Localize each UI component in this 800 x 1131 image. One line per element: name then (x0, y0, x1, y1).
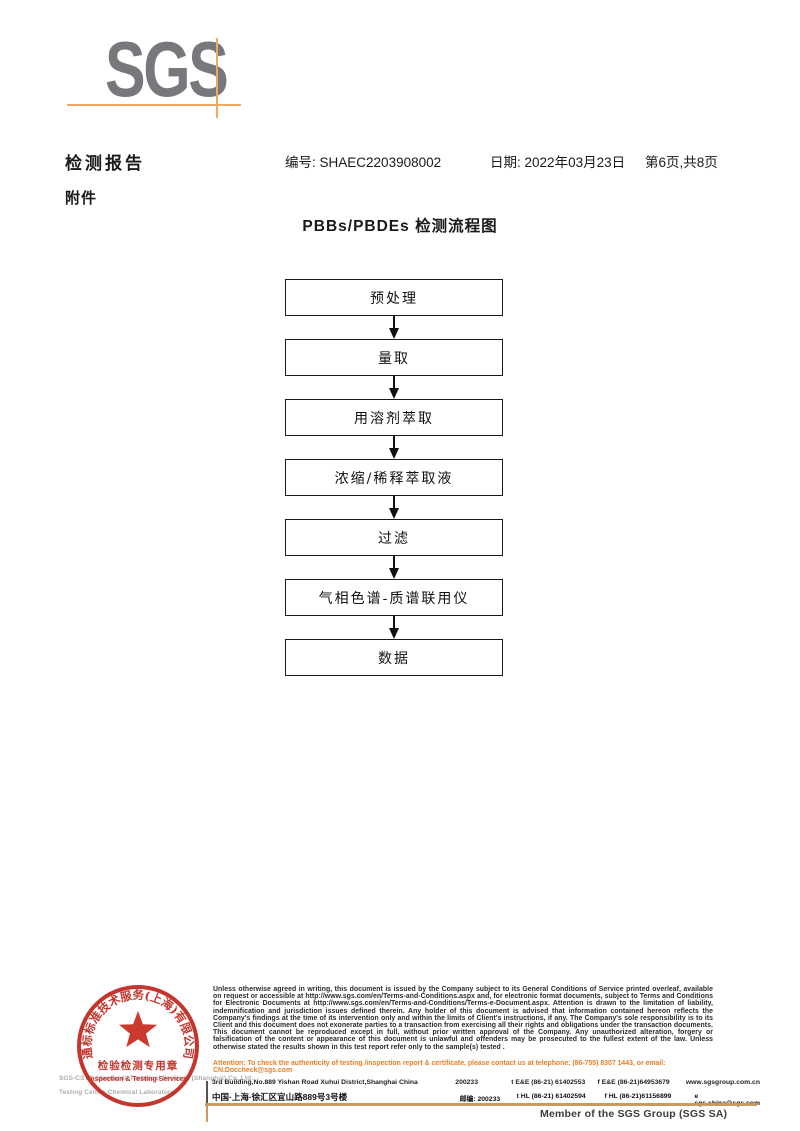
telephone-ee: t E&E (86-21) 61402553 (511, 1079, 586, 1086)
address-en: 3rd Building,No.889 Yishan Road Xuhui Di… (212, 1079, 418, 1086)
flowchart-title: PBBs/PBDEs 检测流程图 (302, 218, 498, 235)
flowchart-step-filter: 过滤 (285, 519, 503, 556)
down-arrow-icon (285, 556, 503, 579)
address-cn: 中国·上海·徐汇区宜山路889号3号楼 (212, 1092, 348, 1102)
sgs-logo-text: SGS (105, 25, 229, 113)
report-number-label: 编号: (285, 155, 316, 170)
down-arrow-icon (285, 616, 503, 639)
flowchart-step-gcms: 气相色谱-质谱联用仪 (285, 579, 503, 616)
seal-purpose-text: 检验检测专用章 (98, 1059, 179, 1072)
website-url: www.sgsgroup.com.cn (685, 1079, 760, 1086)
seal-circle (77, 985, 199, 1107)
report-date: 日期: 2022年03月23日 (490, 151, 625, 171)
flowchart-step-measure: 量取 (285, 339, 503, 376)
report-number-value: SHAEC2203908002 (319, 155, 442, 170)
star-icon (119, 1011, 157, 1048)
sgs-logo: SGS (105, 30, 245, 110)
address-row-english: 3rd Building,No.889 Yishan Road Xuhui Di… (212, 1079, 760, 1086)
attention-notice: Attention: To check the authenticity of … (213, 1060, 666, 1075)
footer-vertical-rule (206, 1103, 208, 1122)
telephone-hl: t HL (86-21) 61402594 (516, 1093, 586, 1100)
flowchart-step-data: 数据 (285, 639, 503, 676)
company-name-en: SGS-CSTC Standards Technical Services (S… (59, 1075, 254, 1082)
down-arrow-icon (285, 436, 503, 459)
footer-horizontal-rule (205, 1103, 757, 1106)
address-separator-line (206, 1081, 208, 1103)
attachment-label: 附件 (65, 190, 98, 207)
fax-hl: f HL (86-21)61156899 (604, 1093, 672, 1100)
down-arrow-icon (285, 496, 503, 519)
report-number: 编号: SHAEC2203908002 (285, 151, 441, 171)
flowchart-step-solvent-extraction: 用溶剂萃取 (285, 399, 503, 436)
lab-name-en: Testing Center-Chemical Laboratory. (59, 1089, 176, 1096)
postcode-en: 200233 (455, 1079, 478, 1086)
logo-vertical-rule (216, 38, 218, 118)
page-title: 检测报告 (65, 154, 145, 173)
seal-english-text: Inspection & Testing Services (88, 1076, 187, 1083)
page-indicator: 第6页,共8页 (645, 155, 718, 170)
fax-ee: f E&E (86-21)64953679 (597, 1079, 670, 1086)
logo-horizontal-rule (67, 104, 241, 106)
sgs-member-text: Member of the SGS Group (SGS SA) (540, 1108, 728, 1120)
report-date-label: 日期: (490, 155, 521, 170)
terms-disclaimer: Unless otherwise agreed in writing, this… (213, 986, 713, 1051)
report-date-value: 2022年03月23日 (524, 155, 626, 170)
inspection-testing-seal-stamp: 通标标准技术服务(上海)有限公司 检验检测专用章 Inspection & Te… (77, 985, 199, 1107)
flowchart-step-concentrate-dilute: 浓缩/稀释萃取液 (285, 459, 503, 496)
down-arrow-icon (285, 316, 503, 339)
flowchart: 预处理 量取 用溶剂萃取 浓缩/稀释萃取液 过滤 气相色谱-质谱联用仪 数据 (285, 279, 503, 676)
down-arrow-icon (285, 376, 503, 399)
postcode-cn: 邮编: 200233 (459, 1096, 501, 1103)
flowchart-step-pretreatment: 预处理 (285, 279, 503, 316)
